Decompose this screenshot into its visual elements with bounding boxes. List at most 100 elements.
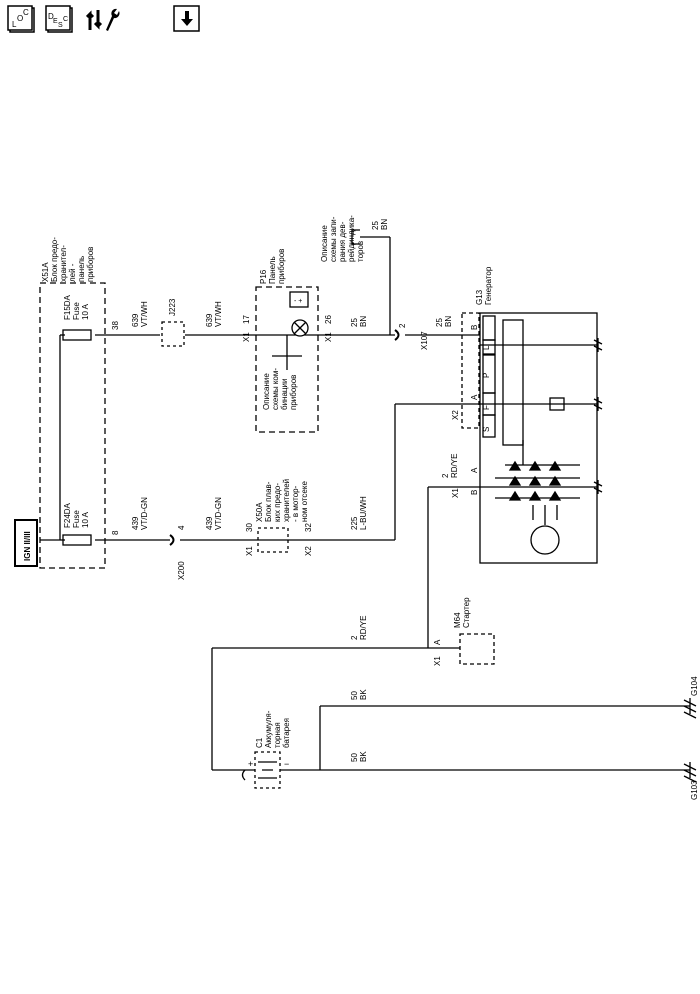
- svg-text:рания дев-: рания дев-: [338, 221, 347, 262]
- loc-icon: L O C: [7, 5, 35, 33]
- svg-text:L: L: [482, 345, 491, 350]
- toolbar: L O C D E S C: [0, 0, 700, 44]
- svg-text:VT/D-GN: VT/D-GN: [140, 497, 149, 530]
- svg-text:бинации: бинации: [280, 379, 289, 410]
- svg-text:BN: BN: [444, 316, 453, 327]
- splice-j223: [161, 321, 185, 347]
- svg-text:торная: торная: [273, 722, 282, 748]
- svg-text:50: 50: [350, 753, 359, 762]
- regulator: [502, 319, 524, 446]
- svg-text:A: A: [470, 467, 479, 473]
- svg-text:D: D: [48, 12, 54, 21]
- svg-text:приборов: приборов: [86, 247, 95, 282]
- svg-text:O: O: [17, 14, 23, 23]
- svg-text:Fuse: Fuse: [72, 302, 81, 320]
- svg-text:X1: X1: [324, 332, 333, 342]
- svg-text:батарея: батарея: [282, 718, 291, 748]
- arrow-down-icon: [173, 5, 200, 32]
- svg-text:10 A: 10 A: [81, 511, 90, 528]
- svg-text:F15DA: F15DA: [63, 294, 72, 320]
- svg-text:Описание: Описание: [320, 225, 329, 262]
- connector-x2: [461, 312, 480, 429]
- svg-text:схемы ком-: схемы ком-: [271, 368, 280, 410]
- instrument-panel-p16: [255, 286, 319, 433]
- svg-text:ном отсеке: ном отсеке: [300, 481, 309, 522]
- desc-icon: D E S C: [45, 5, 73, 33]
- battery-symbol-icon: [289, 291, 309, 308]
- svg-text:X2: X2: [451, 410, 460, 420]
- ground-g104-icon: [683, 698, 697, 719]
- svg-text:BK: BK: [359, 751, 368, 762]
- svg-text:торов: торов: [356, 241, 365, 262]
- svg-text:лей -: лей -: [68, 263, 77, 282]
- svg-text:38: 38: [111, 321, 120, 330]
- svg-text:B: B: [470, 325, 479, 330]
- svg-text:Описание: Описание: [262, 373, 271, 410]
- svg-text:A: A: [470, 394, 479, 400]
- svg-text:B: B: [470, 490, 479, 495]
- svg-text:VT/WH: VT/WH: [140, 301, 149, 327]
- svg-text:M64: M64: [453, 612, 462, 628]
- svg-text:рейдиндика-: рейдиндика-: [347, 215, 356, 262]
- svg-text:C: C: [63, 16, 68, 23]
- svg-text:X1: X1: [242, 332, 251, 342]
- svg-text:E: E: [53, 18, 58, 25]
- desc-button[interactable]: D E S C: [44, 4, 74, 34]
- svg-text:−: −: [284, 759, 289, 769]
- svg-text:G104: G104: [690, 676, 699, 696]
- svg-text:Генератор: Генератор: [484, 266, 493, 305]
- svg-text:приборов: приборов: [289, 375, 298, 410]
- starter-m64: [459, 633, 495, 665]
- svg-text:F24DA: F24DA: [63, 502, 72, 528]
- stator-coil-icon: [530, 525, 560, 555]
- svg-text:Панель: Панель: [268, 256, 277, 284]
- svg-text:Аккумуля-: Аккумуля-: [264, 710, 273, 748]
- svg-text:25: 25: [435, 318, 444, 327]
- svg-text:панель: панель: [77, 256, 86, 282]
- svg-text:10 A: 10 A: [81, 303, 90, 320]
- svg-text:BN: BN: [380, 219, 389, 230]
- fuse-box-x50a: [257, 527, 289, 553]
- svg-text:639: 639: [131, 313, 140, 327]
- svg-text:- в мотор-: - в мотор-: [291, 485, 300, 522]
- svg-text:приборов: приборов: [277, 249, 286, 284]
- diode-bridge-icon: [508, 460, 562, 501]
- battery-c1: [254, 751, 281, 789]
- svg-text:A: A: [433, 639, 442, 645]
- battery-icon: [258, 761, 277, 779]
- svg-text:BK: BK: [359, 689, 368, 700]
- arrow-down-button[interactable]: [172, 4, 202, 34]
- svg-text:4: 4: [177, 525, 186, 530]
- svg-text:P16: P16: [259, 269, 268, 284]
- fuse-f24da: [62, 534, 92, 546]
- generator-g13: [479, 312, 598, 564]
- svg-text:2: 2: [441, 473, 450, 478]
- svg-text:VT/WH: VT/WH: [214, 301, 223, 327]
- svg-text:L: L: [12, 20, 17, 29]
- svg-text:X107: X107: [420, 331, 429, 350]
- svg-text:Блок предо-: Блок предо-: [50, 237, 59, 282]
- svg-text:30: 30: [245, 523, 254, 532]
- svg-text:225: 225: [350, 516, 359, 530]
- svg-text:G13: G13: [475, 289, 484, 305]
- svg-text:G103: G103: [690, 780, 699, 800]
- svg-text:25: 25: [350, 318, 359, 327]
- loc-button[interactable]: L O C: [6, 4, 36, 34]
- svg-text:хранител-: хранител-: [59, 245, 68, 282]
- svg-text:25: 25: [371, 221, 380, 230]
- svg-text:X50A: X50A: [255, 502, 264, 522]
- svg-text:X1: X1: [451, 488, 460, 498]
- svg-text:S: S: [482, 427, 491, 432]
- svg-text:L-BU/WH: L-BU/WH: [359, 496, 368, 530]
- svg-text:439: 439: [205, 516, 214, 530]
- svg-text:C1: C1: [255, 737, 264, 748]
- svg-text:17: 17: [242, 315, 251, 324]
- svg-text:хранителей: хранителей: [282, 479, 291, 522]
- wrench-arrows-icon[interactable]: [86, 4, 124, 34]
- svg-text:VT/D-GN: VT/D-GN: [214, 497, 223, 530]
- svg-text:C: C: [23, 8, 29, 17]
- svg-text:X200: X200: [177, 561, 186, 580]
- svg-text:26: 26: [324, 315, 333, 324]
- svg-text:RD/YE: RD/YE: [359, 616, 368, 640]
